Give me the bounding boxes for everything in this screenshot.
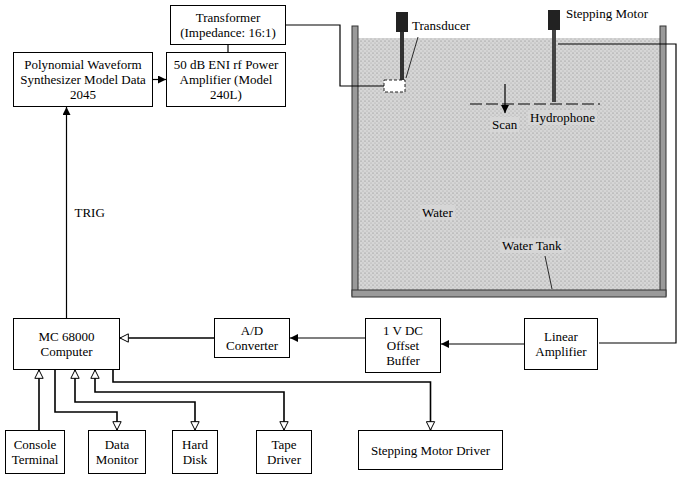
signal-line [66, 107, 67, 318]
signal-wire [286, 25, 384, 86]
box-text: Polynomial Waveform Synthesizer Model Da… [19, 57, 147, 102]
data-bus [38, 370, 40, 430]
box-text: Tape Driver [262, 437, 306, 467]
box-text: Stepping Motor Driver [371, 443, 490, 458]
signal-line [153, 79, 166, 80]
signal-line [290, 337, 365, 338]
signal-line [227, 45, 228, 52]
part-label: Hydrophone [528, 110, 597, 125]
transducer-mount [396, 12, 408, 32]
hydrophone-rod [552, 30, 556, 102]
data-bus [113, 370, 431, 430]
amplifier-box: 50 dB ENI rf Power Amplifier (Model 240L… [166, 52, 286, 107]
tank-wall [352, 26, 358, 296]
data-bus [95, 370, 284, 430]
stepping-motor [548, 10, 560, 30]
box-text: 1 V DC Offset Buffer [371, 323, 435, 368]
box-text: A/D Converter [220, 323, 284, 353]
part-label: Stepping Motor [564, 6, 650, 21]
peripheral-box: Console Terminal [5, 430, 65, 474]
box-text: Linear Amplifier [530, 329, 592, 359]
box-text: Transformer (Impedance: 16:1) [176, 10, 280, 40]
box-text: MC 68000 Computer [19, 329, 114, 359]
synthesizer-box: Polynomial Waveform Synthesizer Model Da… [13, 52, 153, 107]
part-label: Water [420, 205, 455, 220]
leader-line [406, 37, 418, 78]
buffer-box: 1 V DC Offset Buffer [365, 318, 441, 373]
box-text: Hard Disk [178, 437, 212, 467]
box-text: 50 dB ENI rf Power Amplifier (Model 240L… [172, 57, 280, 102]
scan-arrow [504, 84, 505, 113]
peripheral-box: Tape Driver [256, 430, 312, 474]
part-label: Water Tank [500, 238, 564, 253]
data-bus [75, 370, 195, 430]
box-text: Console Terminal [11, 437, 59, 467]
tank-wall [660, 26, 666, 296]
data-bus [120, 337, 214, 339]
leader-line [545, 256, 552, 289]
converter-box: A/D Converter [214, 318, 290, 358]
scan-path [470, 103, 600, 104]
part-label: Transducer [410, 18, 472, 33]
transducer-rod [400, 32, 404, 80]
transformer-box: Transformer (Impedance: 16:1) [170, 5, 286, 45]
amplifier-box: Linear Amplifier [524, 318, 598, 370]
peripheral-box: Data Monitor [88, 430, 146, 474]
computer-box: MC 68000 Computer [13, 318, 120, 370]
data-bus [55, 370, 117, 430]
transducer-element [384, 80, 405, 92]
signal-wire [558, 44, 676, 343]
box-text: Data Monitor [94, 437, 140, 467]
driver-box: Stepping Motor Driver [358, 430, 503, 470]
signal-name: TRIG [73, 205, 107, 220]
peripheral-box: Hard Disk [172, 430, 218, 474]
signal-line [441, 343, 524, 344]
tank-bottom [352, 290, 666, 297]
motion-label: Scan [490, 117, 519, 132]
